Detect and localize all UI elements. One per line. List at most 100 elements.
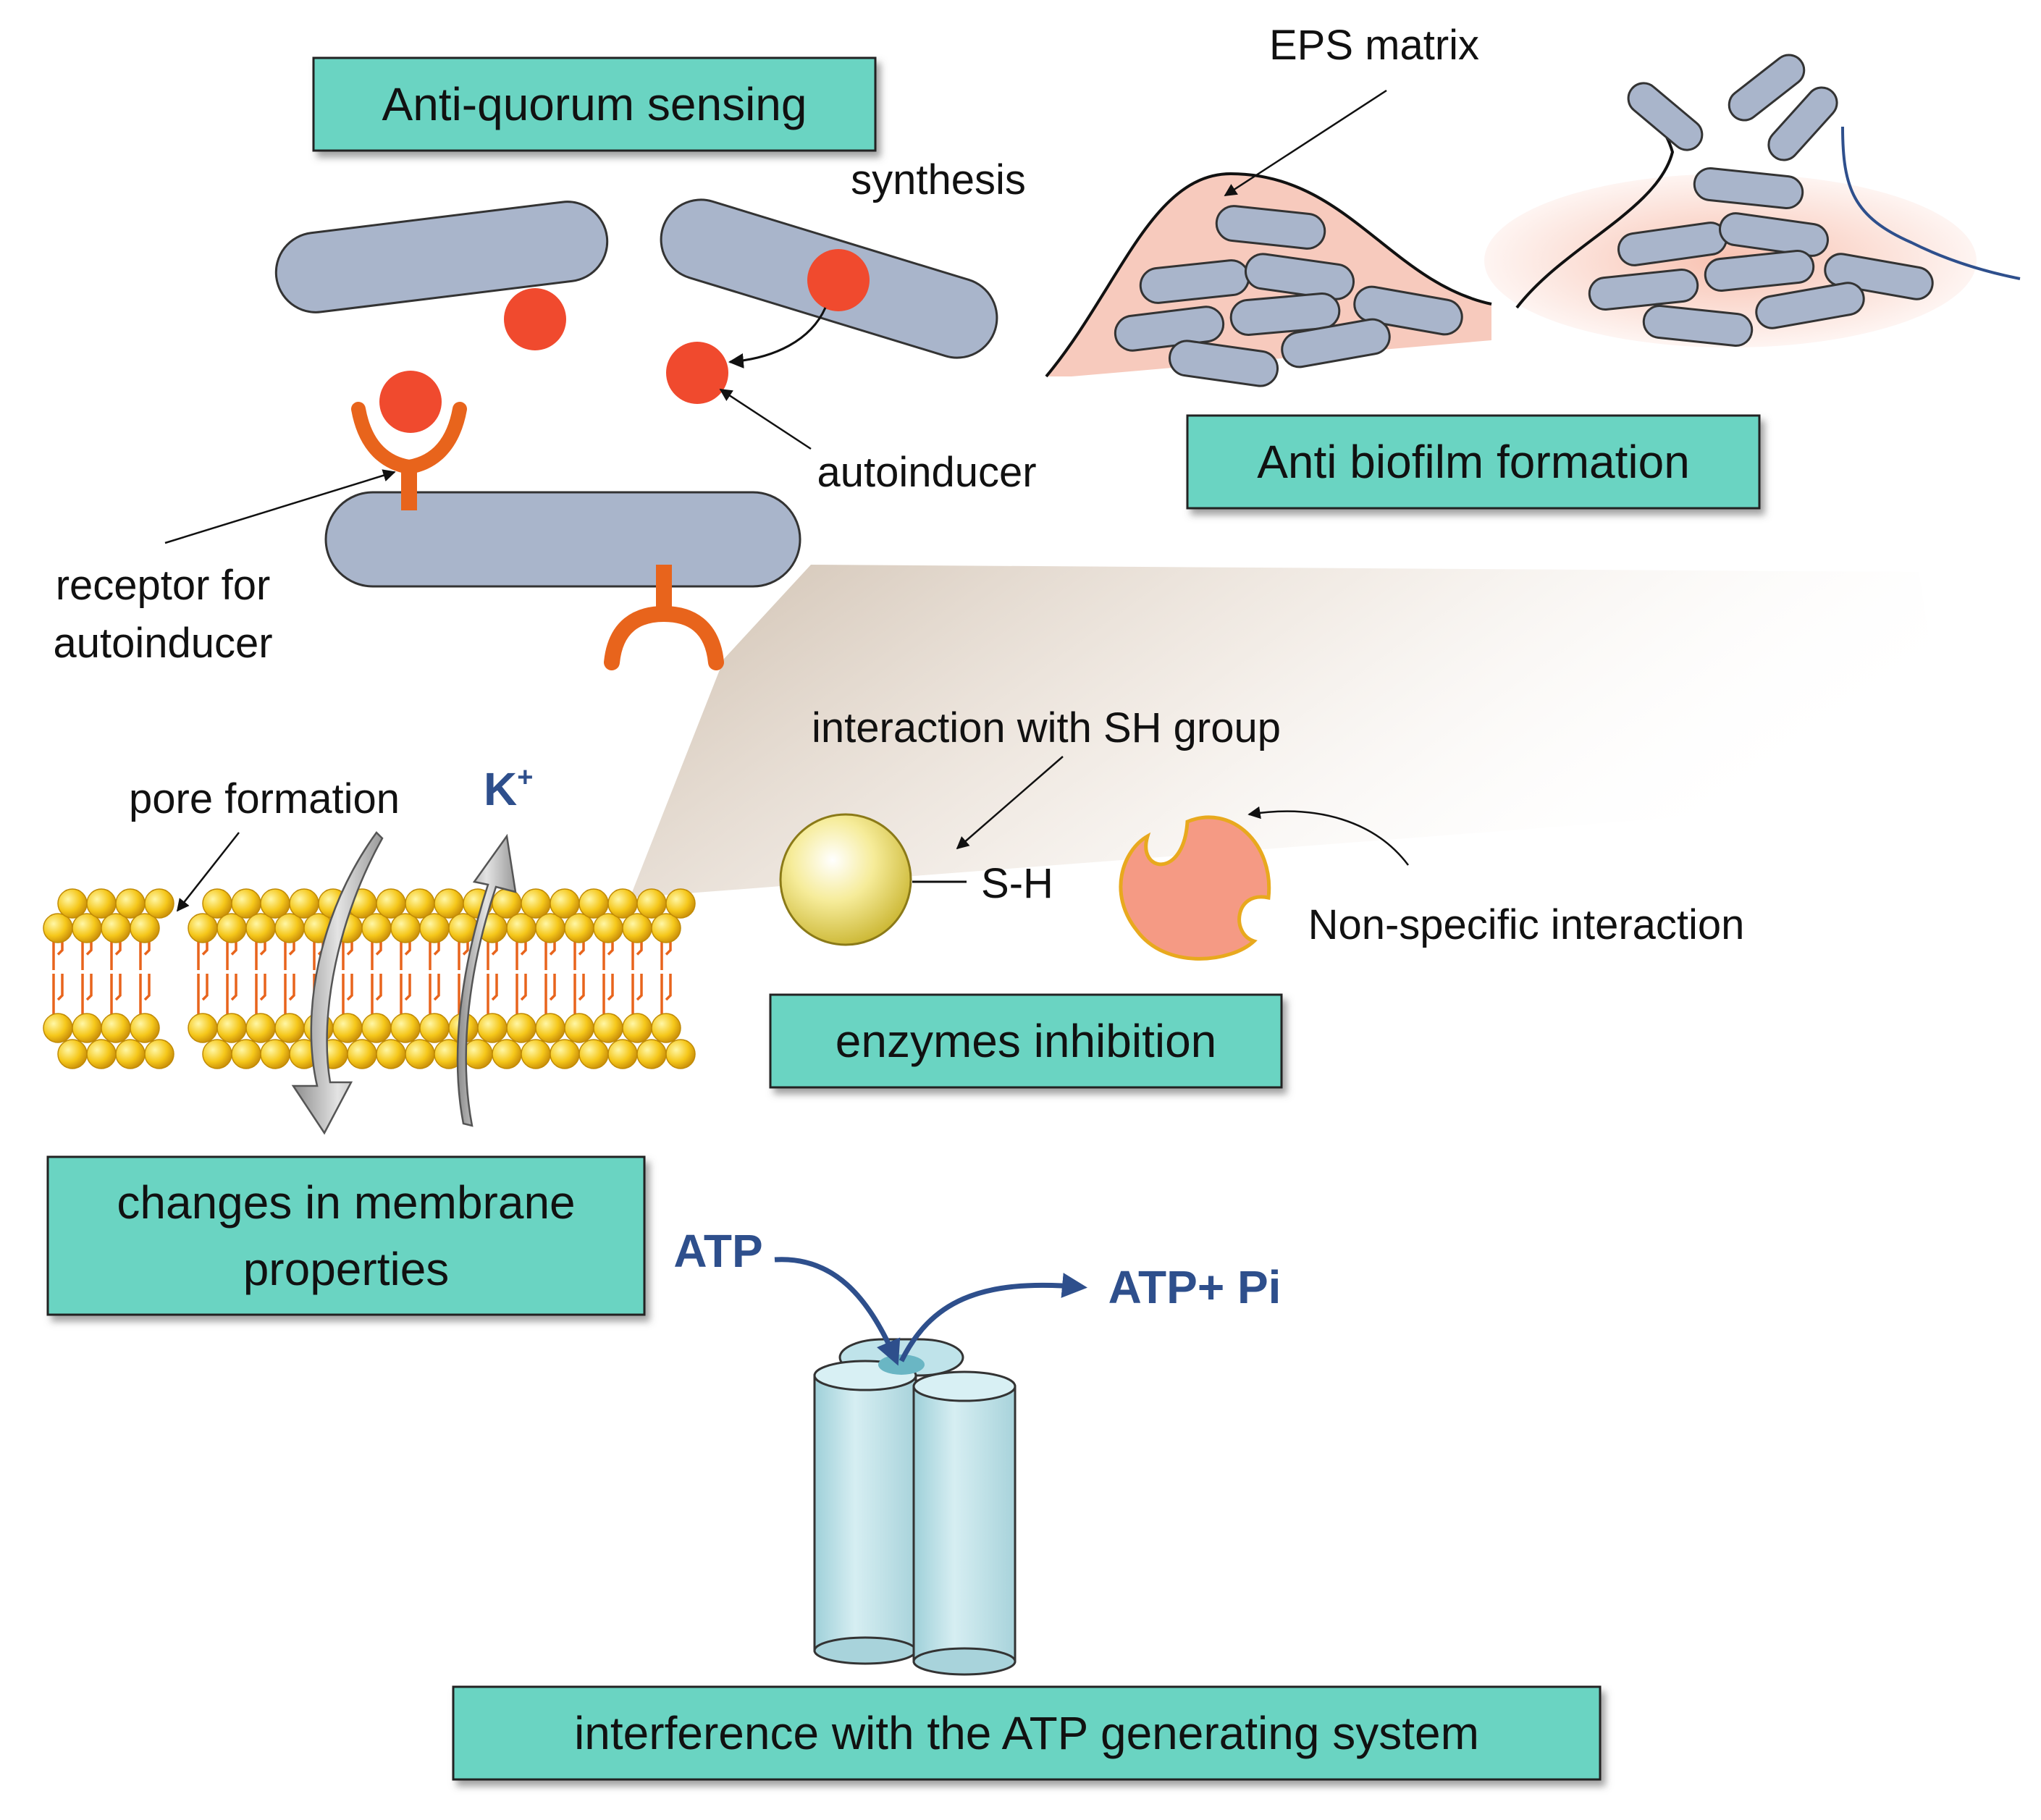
lipid-head bbox=[390, 913, 421, 943]
lipid-head bbox=[492, 1039, 522, 1069]
lipid-head bbox=[86, 888, 117, 919]
lipid-head bbox=[405, 888, 435, 919]
nonspecific-label: Non-specific interaction bbox=[1308, 901, 1745, 948]
lipid-head bbox=[274, 1013, 305, 1043]
autoinducer-molecule-icon bbox=[666, 342, 728, 404]
synthesis-label: synthesis bbox=[851, 156, 1026, 203]
lipid-head bbox=[130, 913, 160, 943]
lipid-head bbox=[72, 913, 102, 943]
lipid-head bbox=[361, 1013, 392, 1043]
lipid-head bbox=[651, 913, 681, 943]
receptor-pointer bbox=[164, 469, 396, 544]
synthesis-arrow bbox=[728, 307, 827, 368]
lipid-head bbox=[130, 1013, 160, 1043]
lipid-head bbox=[622, 1013, 652, 1043]
lipid-head bbox=[347, 1039, 377, 1069]
bacterium-rod-icon bbox=[274, 201, 609, 313]
lipid-head bbox=[57, 888, 88, 919]
lipid-head bbox=[57, 1039, 88, 1069]
anti-qs-title-box: Anti-quorum sensing bbox=[312, 56, 877, 152]
lipid-tail bbox=[631, 974, 643, 1017]
atp-synthase-icon bbox=[813, 1338, 1017, 1676]
lipid-head bbox=[390, 1013, 421, 1043]
lipid-head bbox=[550, 888, 580, 919]
lipid-head bbox=[332, 1013, 363, 1043]
anti-biofilm-title: Anti biofilm formation bbox=[1257, 436, 1690, 488]
lipid-tail bbox=[110, 974, 122, 1017]
lipid-head bbox=[564, 1013, 594, 1043]
lipid-head bbox=[231, 888, 261, 919]
lipid-head bbox=[564, 913, 594, 943]
pore-label: pore formation bbox=[129, 775, 400, 822]
lipid-head bbox=[101, 1013, 131, 1043]
lipid-head bbox=[492, 888, 522, 919]
enzyme-icon bbox=[1119, 815, 1271, 961]
lipid-tail bbox=[544, 974, 556, 1017]
lipid-head bbox=[636, 888, 667, 919]
atp-pi-label: ATP+ Pi bbox=[1108, 1261, 1282, 1313]
k-influx-arrow bbox=[456, 833, 517, 1127]
atp-in-arrow bbox=[774, 1257, 901, 1366]
thiol-ball-icon bbox=[779, 813, 912, 946]
anti-qs-title: Anti-quorum sensing bbox=[382, 78, 807, 130]
atp-out-arrow bbox=[899, 1273, 1087, 1362]
lipid-head bbox=[216, 1013, 247, 1043]
pore-arrows bbox=[291, 831, 517, 1135]
pore-pointer bbox=[176, 832, 240, 912]
lipid-head bbox=[260, 1039, 290, 1069]
lipid-tail bbox=[400, 974, 411, 1017]
enzymes-title-box: enzymes inhibition bbox=[769, 993, 1283, 1089]
k-ion-label: K+ bbox=[484, 762, 533, 815]
lipid-head bbox=[245, 913, 276, 943]
lipid-head bbox=[593, 1013, 623, 1043]
lipid-head bbox=[665, 888, 696, 919]
eps-boundary-blue bbox=[1841, 126, 2021, 280]
lipid-head bbox=[463, 1039, 493, 1069]
lipid-head bbox=[506, 1013, 536, 1043]
receptor-icon bbox=[604, 565, 724, 670]
autoinducer-molecule-icon bbox=[379, 371, 442, 433]
lipid-head bbox=[216, 913, 247, 943]
lipid-tail bbox=[487, 974, 498, 1017]
lipid-tail bbox=[197, 974, 209, 1017]
lipid-head bbox=[231, 1039, 261, 1069]
sh-label: S-H bbox=[981, 860, 1053, 907]
sh-pointer bbox=[956, 756, 1064, 850]
lipid-head bbox=[188, 913, 218, 943]
lipid-head bbox=[274, 913, 305, 943]
dispersing-cells bbox=[1588, 54, 1934, 347]
membrane-title-box: changes in membrane properties bbox=[46, 1155, 646, 1316]
lipid-head bbox=[188, 1013, 218, 1043]
lipid-tail bbox=[226, 974, 237, 1017]
lipid-head bbox=[593, 913, 623, 943]
lipid-head bbox=[535, 1013, 565, 1043]
enzymes-title: enzymes inhibition bbox=[836, 1015, 1217, 1067]
sh-group-label: interaction with SH group bbox=[812, 704, 1281, 751]
lipid-tail bbox=[371, 974, 382, 1017]
lipid-head bbox=[607, 1039, 638, 1069]
lipid-head bbox=[86, 1039, 117, 1069]
lipid-head bbox=[434, 888, 464, 919]
lipid-head bbox=[202, 1039, 232, 1069]
lipid-tail bbox=[139, 974, 151, 1017]
lipid-tail bbox=[52, 974, 64, 1017]
autoinducer-label: autoinducer bbox=[817, 449, 1036, 496]
lipid-head bbox=[376, 888, 406, 919]
lipid-tail bbox=[81, 974, 93, 1017]
lipid-tail bbox=[573, 974, 585, 1017]
lipid-head bbox=[636, 1039, 667, 1069]
lipid-head bbox=[651, 1013, 681, 1043]
lipid-bilayer-icon bbox=[43, 888, 696, 1069]
lipid-tail bbox=[429, 974, 440, 1017]
lipid-head bbox=[521, 888, 551, 919]
lipid-head bbox=[419, 913, 450, 943]
receptor-label-line1: receptor for bbox=[56, 562, 271, 609]
lipid-head bbox=[405, 1039, 435, 1069]
lipid-head bbox=[578, 888, 609, 919]
lipid-tail bbox=[342, 974, 353, 1017]
lipid-head bbox=[506, 913, 536, 943]
lipid-tail bbox=[515, 974, 527, 1017]
lipid-head bbox=[144, 888, 174, 919]
lipid-tail bbox=[602, 974, 614, 1017]
